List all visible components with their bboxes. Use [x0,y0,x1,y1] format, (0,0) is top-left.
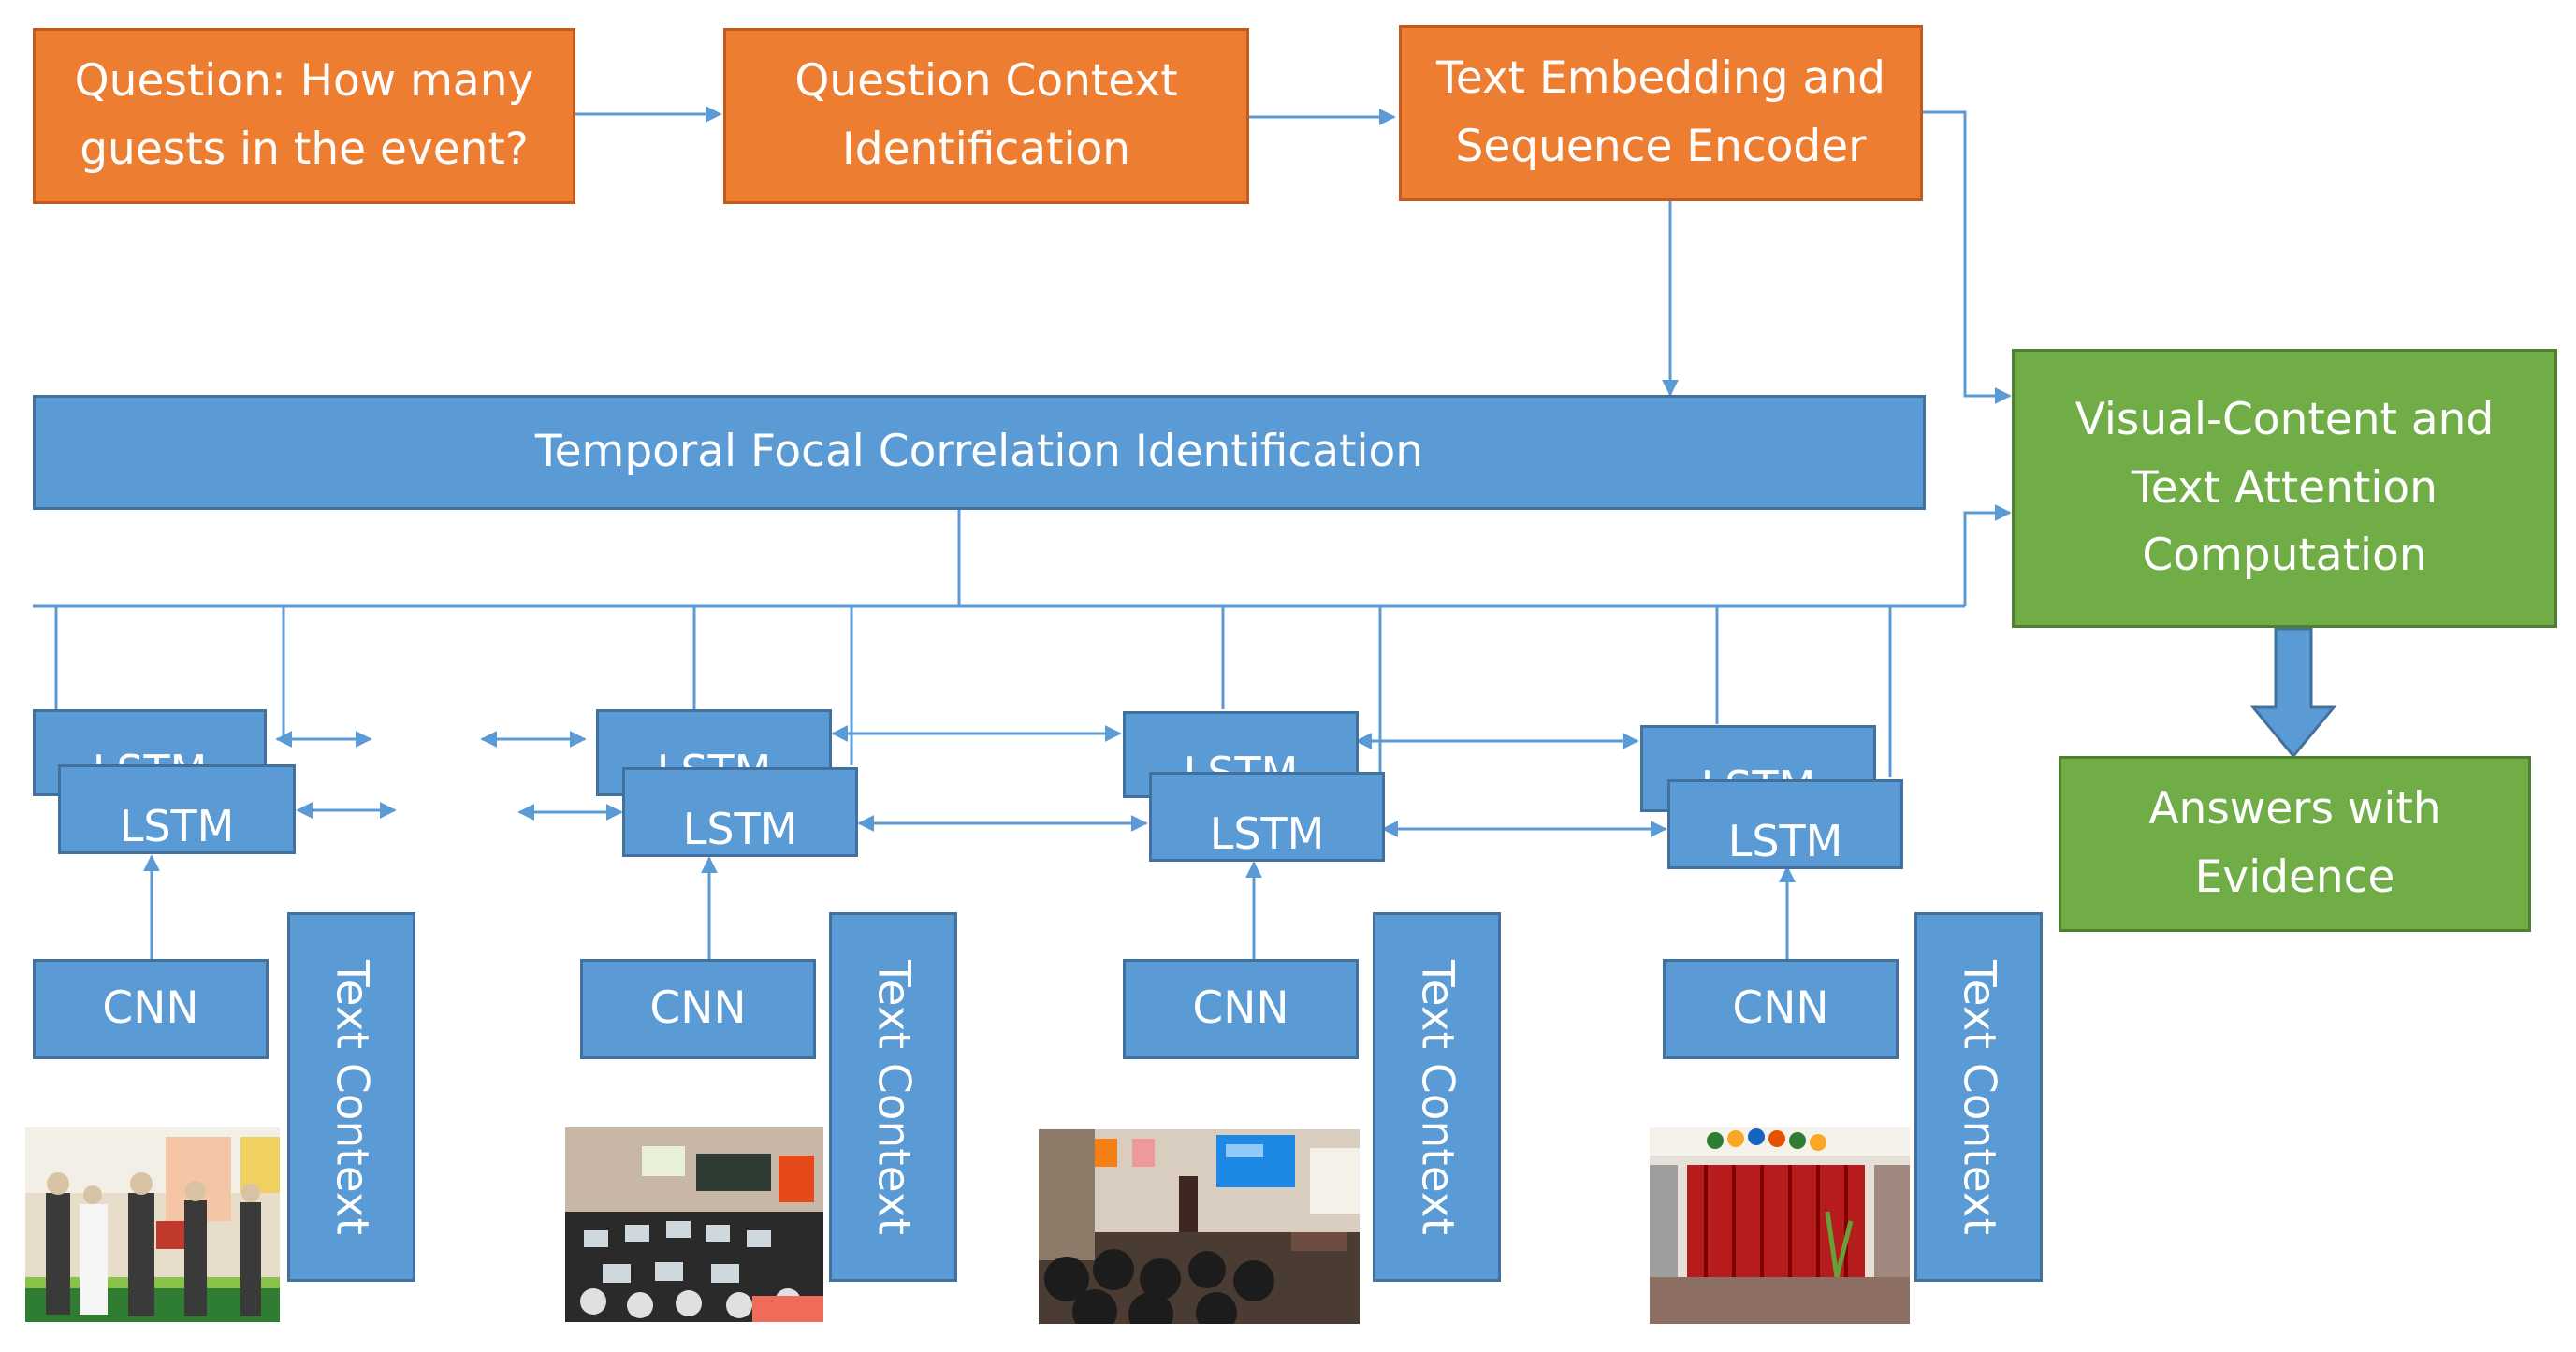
text-embedding-text: Text Embedding and Sequence Encoder [1436,52,1885,172]
lstm-front-2: LSTM [622,767,858,857]
cnn-box-4: CNN [1663,959,1899,1059]
cnn-box-1: CNN [33,959,269,1059]
temporal-focal-text: Temporal Focal Correlation Identificatio… [534,426,1424,478]
text-context-box-4: Text Context [1914,912,2043,1282]
question-box: Question: How many guests in the event? [33,28,575,204]
text-embedding-box: Text Embedding and Sequence Encoder [1399,25,1923,201]
cnn-box-2: CNN [580,959,816,1059]
event-photo-3 [1039,1129,1360,1324]
event-photo-4 [1650,1127,1910,1324]
event-photo-1 [25,1127,280,1322]
event-photo-2 [565,1127,823,1322]
question-context-text: Question Context Identification [794,55,1178,175]
answers-text: Answers with Evidence [2148,783,2441,903]
cnn-box-3: CNN [1123,959,1359,1059]
arrow-embedding-to-attention [1920,110,2012,404]
lstm-front-4: LSTM [1667,779,1903,869]
lstm-front-3: LSTM [1149,772,1385,862]
text-context-box-3: Text Context [1373,912,1501,1282]
text-context-box-1: Text Context [287,912,415,1282]
visual-attention-box: Visual-Content and Text Attention Comput… [2012,349,2557,628]
text-context-box-2: Text Context [829,912,957,1282]
question-text: Question: How many guests in the event? [74,55,534,175]
question-context-box: Question Context Identification [723,28,1249,204]
temporal-focal-box: Temporal Focal Correlation Identificatio… [33,395,1926,510]
visual-attention-text: Visual-Content and Text Attention Comput… [2074,393,2495,582]
lstm-front-1: LSTM [58,764,296,854]
answers-box: Answers with Evidence [2059,756,2531,932]
thick-arrow-attention-to-answers [2249,627,2337,759]
arrow-bus-to-attention [1963,504,2012,606]
